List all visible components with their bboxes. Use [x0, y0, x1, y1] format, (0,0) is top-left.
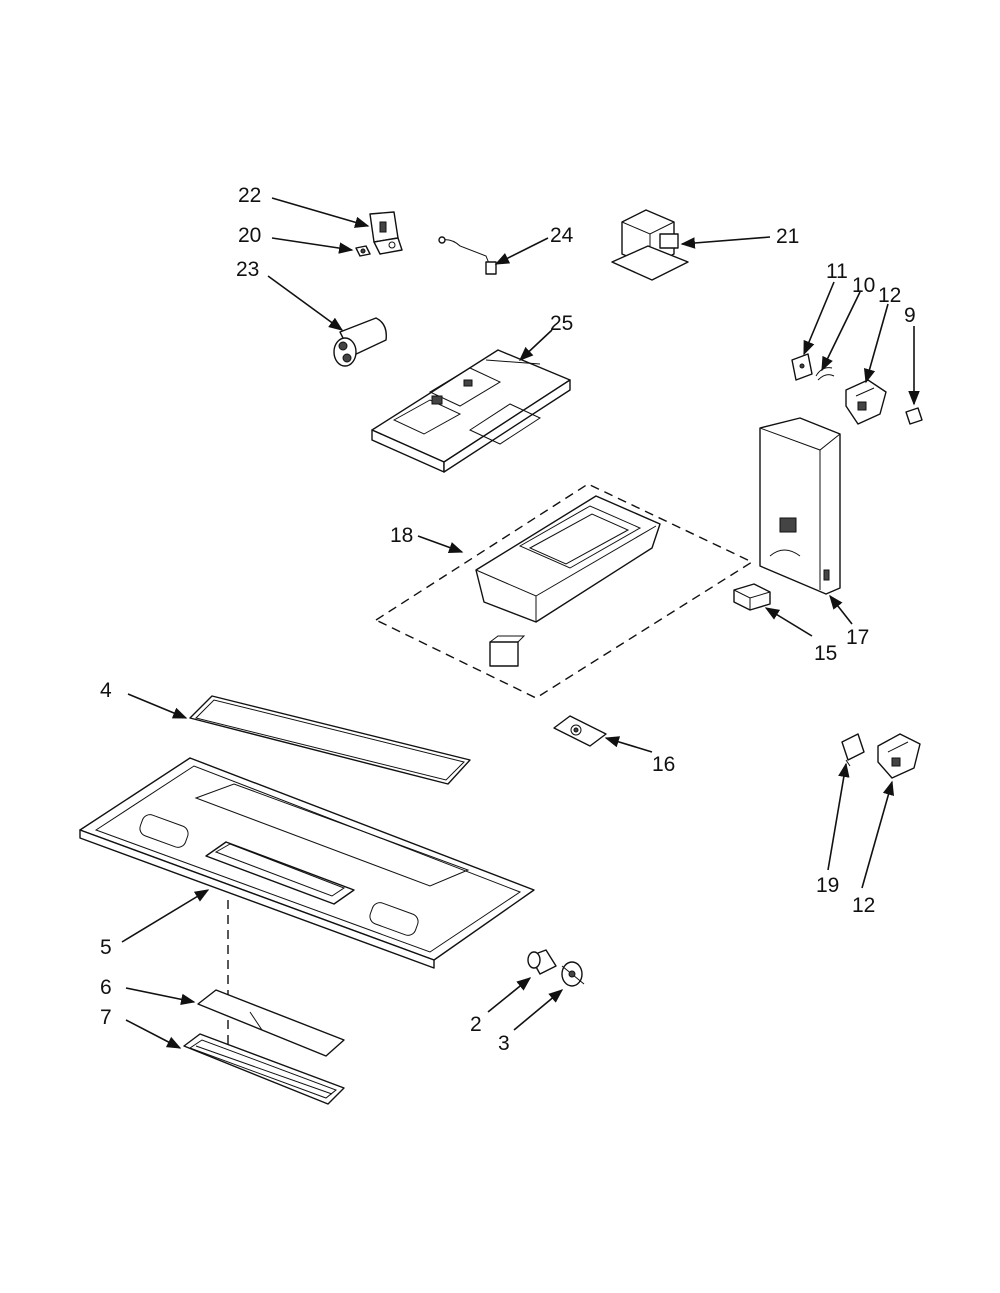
callout-4: 4 [100, 679, 112, 702]
leader-10 [821, 291, 861, 372]
part-17-illustration [759, 417, 841, 595]
callout-7: 7 [100, 1006, 112, 1029]
part-20-illustration [355, 245, 371, 257]
callout-15: 15 [814, 642, 837, 665]
callout-12-lower: 12 [852, 894, 875, 917]
part-9-illustration [905, 407, 923, 425]
leader-6 [125, 987, 196, 1006]
leader-23 [267, 275, 344, 331]
part-7-illustration [183, 1033, 345, 1105]
part-19-illustration [841, 733, 865, 767]
leader-5 [121, 889, 210, 943]
callout-17: 17 [846, 626, 869, 649]
part-12-lower-illustration [877, 733, 921, 779]
callout-12-upper: 12 [878, 284, 901, 307]
part-6-illustration [197, 989, 345, 1057]
part-4-illustration [189, 695, 471, 785]
part-21-illustration [611, 209, 689, 281]
part-24-illustration [438, 236, 497, 275]
callout-19: 19 [816, 874, 839, 897]
leader-15 [764, 607, 813, 637]
callout-22: 22 [238, 184, 261, 207]
part-3-illustration [561, 961, 585, 987]
leader-22 [271, 197, 370, 228]
leader-4 [127, 693, 188, 719]
callout-23: 23 [236, 258, 259, 281]
callout-6: 6 [100, 976, 112, 999]
part-16-illustration [553, 715, 607, 747]
leader-16 [604, 736, 653, 753]
leader-12-upper [863, 303, 889, 384]
leader-12-lower [861, 780, 895, 889]
callout-5: 5 [100, 936, 112, 959]
part-25-illustration [371, 349, 571, 473]
callout-2: 2 [470, 1013, 482, 1036]
leader-7 [125, 1019, 182, 1049]
leader-2 [487, 977, 532, 1013]
leader-11 [803, 281, 835, 356]
callout-16: 16 [652, 753, 675, 776]
callout-18: 18 [390, 524, 413, 547]
callout-11: 11 [826, 260, 848, 283]
part-11-illustration [791, 353, 813, 381]
callout-24: 24 [550, 224, 574, 247]
leader-20 [271, 237, 354, 254]
callout-21: 21 [776, 225, 799, 248]
callout-20: 20 [238, 224, 261, 247]
part-15-illustration [733, 583, 771, 611]
part-12-upper-illustration [845, 379, 887, 425]
leader-19 [827, 762, 850, 871]
leader-21 [680, 236, 771, 249]
callout-9: 9 [904, 304, 916, 327]
leader-18 [417, 535, 464, 553]
callout-25: 25 [550, 312, 573, 335]
part-18-illustration [374, 483, 754, 699]
leader-3 [513, 989, 564, 1031]
callout-10: 10 [852, 274, 875, 297]
callout-3: 3 [498, 1032, 510, 1055]
part-22-illustration [369, 211, 403, 255]
part-2-illustration [527, 949, 557, 975]
part-10-illustration [815, 367, 835, 381]
part-23-illustration [333, 317, 387, 367]
leader-17 [829, 594, 853, 625]
leader-24 [494, 237, 549, 265]
part-5-illustration [79, 757, 535, 969]
leader-25 [518, 329, 553, 361]
